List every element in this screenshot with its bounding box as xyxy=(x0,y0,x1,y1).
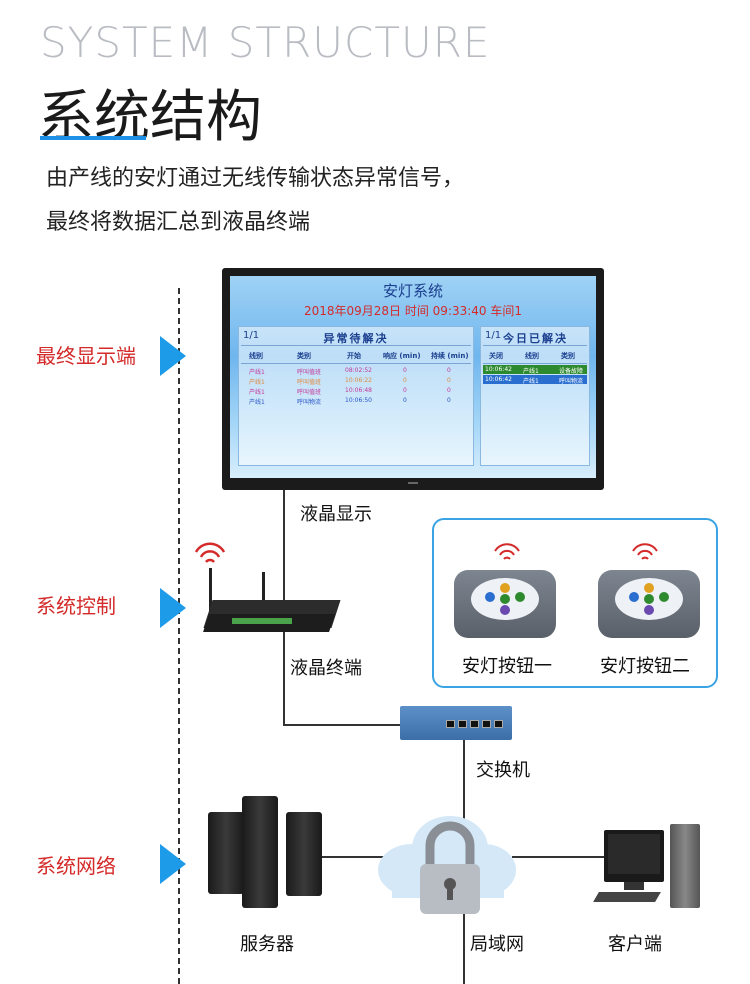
table-cell: 0 xyxy=(403,377,407,384)
server-icon xyxy=(242,796,278,908)
table-cell: 08:02:52 xyxy=(345,367,372,374)
caption-lcd-terminal: 液晶终端 xyxy=(290,658,362,679)
table-cell: 呼叫值班 xyxy=(297,369,322,376)
side-label-display: 最终显示端 xyxy=(36,344,136,368)
table-cell: 10:06:42 xyxy=(485,376,512,383)
table-cell: 0 xyxy=(447,377,451,384)
description-line-2: 最终将数据汇总到液晶终端 xyxy=(46,210,311,235)
side-label-control: 系统控制 xyxy=(36,594,116,618)
table-cell: 产线1 xyxy=(249,379,265,386)
arrow-right-icon xyxy=(160,588,186,628)
table-cell: 0 xyxy=(447,397,451,404)
table-cell: 10:06:50 xyxy=(345,397,372,404)
table-cell: 10:06:42 xyxy=(485,366,512,373)
keyboard-icon xyxy=(593,892,661,902)
pc-stand xyxy=(624,882,644,890)
pc-tower-icon xyxy=(670,824,700,908)
table-cell: 产线1 xyxy=(249,369,265,376)
antenna-icon xyxy=(209,568,212,612)
pending-title: 异常待解决 xyxy=(323,332,389,345)
terminal-ports xyxy=(232,618,292,624)
pending-page: 1/1 xyxy=(243,330,260,341)
monitor-logo xyxy=(408,482,418,484)
col-header: 线别 xyxy=(525,352,539,360)
col-header: 关闭 xyxy=(489,352,503,360)
table-cell: 0 xyxy=(403,367,407,374)
screen-datetime: 2018年09月28日 时间 09:33:40 车间1 xyxy=(303,304,523,318)
andon-button-device xyxy=(454,570,556,638)
arrow-right-icon xyxy=(160,336,186,376)
resolved-row: 10:06:42 产线1 呼叫物流 xyxy=(483,375,587,385)
pc-monitor-icon xyxy=(604,830,664,882)
table-cell: 10:06:22 xyxy=(345,377,372,384)
resolved-row: 10:06:42 产线1 设备故障 xyxy=(483,365,587,375)
arrow-right-icon xyxy=(160,844,186,884)
wifi-signal-icon xyxy=(194,542,226,563)
andon-buttons-group: 安灯按钮一 安灯按钮二 xyxy=(432,518,718,688)
table-cell: 呼叫物流 xyxy=(297,399,322,406)
andon-screen: 安灯系统 2018年09月28日 时间 09:33:40 车间1 1/1 异常待… xyxy=(230,276,596,478)
table-cell: 呼叫物流 xyxy=(559,378,584,385)
col-header: 持续 (min) xyxy=(431,352,469,360)
col-header: 开始 xyxy=(347,352,361,360)
table-cell: 产线1 xyxy=(523,368,539,375)
table-cell: 产线1 xyxy=(249,399,265,406)
andon-button-device xyxy=(598,570,700,638)
caption-client: 客户端 xyxy=(608,934,662,955)
cloud-lock-icon xyxy=(378,816,516,914)
resolved-panel: 1/1 今日已解决 关闭 线别 类别 10:06:42 产线1 设备故障 10:… xyxy=(480,326,590,466)
caption-server: 服务器 xyxy=(240,934,294,955)
button-face xyxy=(615,578,683,620)
caption-switch: 交换机 xyxy=(476,760,530,781)
col-header: 响应 (min) xyxy=(383,352,421,360)
title-chinese: 系统结构 xyxy=(38,85,262,150)
wifi-signal-icon xyxy=(632,543,658,560)
title-underline xyxy=(40,136,146,140)
title-english: SYSTEM STRUCTURE xyxy=(40,18,491,67)
resolved-page: 1/1 xyxy=(485,330,502,341)
table-cell: 设备故障 xyxy=(559,368,584,375)
pending-panel: 1/1 异常待解决 线别 类别 开始 响应 (min) 持续 (min) 产线1… xyxy=(238,326,474,466)
lcd-monitor: 安灯系统 2018年09月28日 时间 09:33:40 车间1 1/1 异常待… xyxy=(222,268,604,490)
side-label-network: 系统网络 xyxy=(36,854,116,878)
screen-title: 安灯系统 xyxy=(382,282,443,300)
table-cell: 呼叫值班 xyxy=(297,379,322,386)
resolved-title: 今日已解决 xyxy=(503,332,568,345)
caption-button-2: 安灯按钮二 xyxy=(600,656,690,677)
connector-line xyxy=(512,856,608,858)
col-header: 线别 xyxy=(249,352,263,360)
pending-rows: 产线1 呼叫值班 08:02:52 0 0 产线1 呼叫值班 10:06:22 … xyxy=(241,367,471,413)
table-cell: 产线1 xyxy=(249,389,265,396)
table-cell: 呼叫值班 xyxy=(297,389,322,396)
connector-line xyxy=(322,856,392,858)
table-cell: 0 xyxy=(403,387,407,394)
col-header: 类别 xyxy=(561,352,575,360)
connector-line xyxy=(283,724,403,726)
server-icon xyxy=(286,812,322,896)
table-cell: 0 xyxy=(403,397,407,404)
network-switch xyxy=(400,706,512,740)
table-cell: 0 xyxy=(447,367,451,374)
description-line-1: 由产线的安灯通过无线传输状态异常信号， xyxy=(46,166,465,191)
server-icon xyxy=(208,812,244,894)
antenna-icon xyxy=(262,572,265,610)
table-cell: 10:06:48 xyxy=(345,387,372,394)
caption-lan: 局域网 xyxy=(470,934,524,955)
wifi-signal-icon xyxy=(494,543,520,560)
table-cell: 0 xyxy=(447,387,451,394)
dashed-divider xyxy=(178,288,180,984)
col-header: 类别 xyxy=(297,352,311,360)
caption-lcd-display: 液晶显示 xyxy=(300,504,372,525)
caption-button-1: 安灯按钮一 xyxy=(462,656,552,677)
button-face xyxy=(471,578,539,620)
table-cell: 产线1 xyxy=(523,378,539,385)
